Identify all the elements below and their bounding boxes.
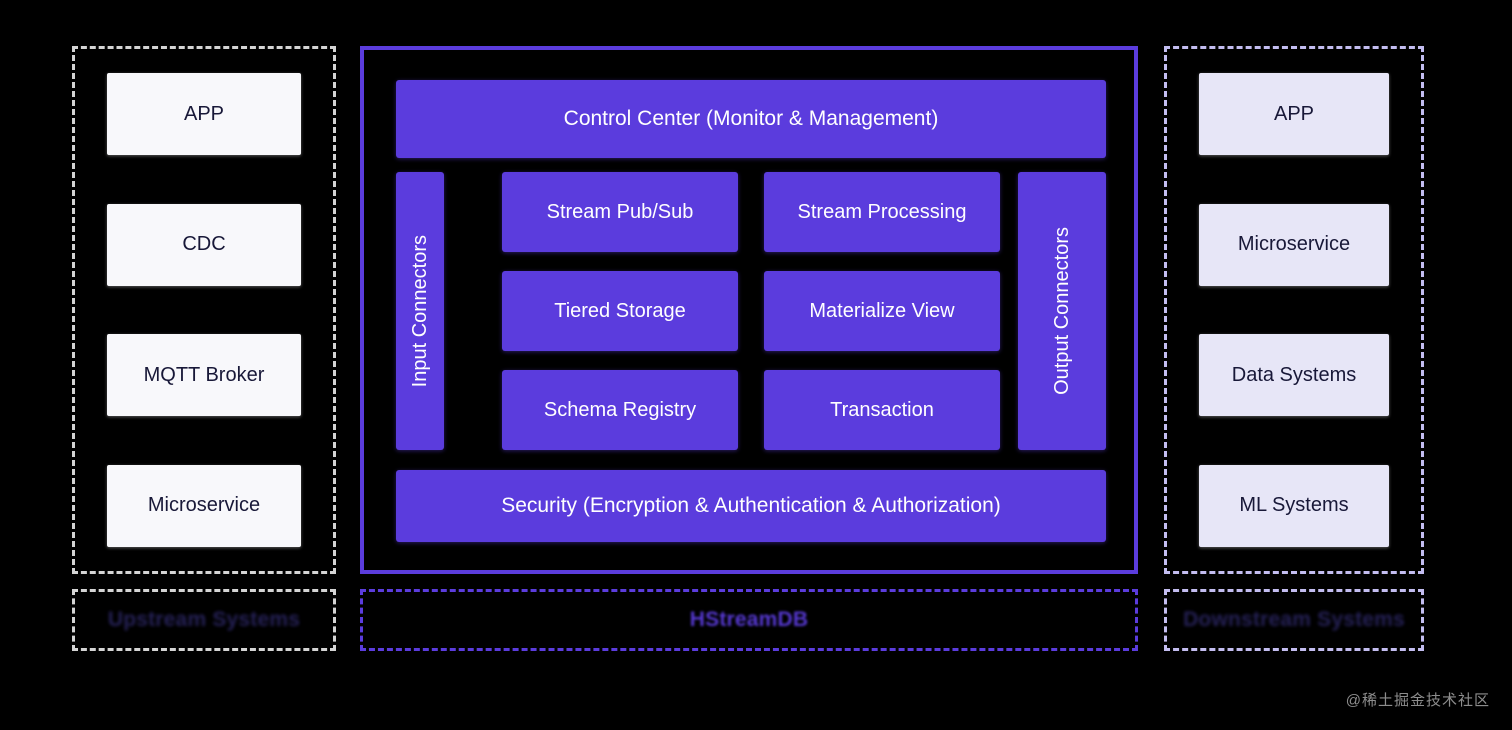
upstream-node-stack: APP CDC MQTT Broker Microservice	[107, 73, 301, 547]
downstream-node-data-systems[interactable]: Data Systems	[1199, 334, 1389, 417]
security-block[interactable]: Security (Encryption & Authentication & …	[396, 470, 1106, 542]
control-center-block[interactable]: Control Center (Monitor & Management)	[396, 80, 1106, 158]
upstream-node-cdc[interactable]: CDC	[107, 203, 301, 286]
stream-processing-block[interactable]: Stream Processing	[764, 172, 1000, 252]
output-connectors-label: Output Connectors	[1051, 227, 1073, 395]
input-connectors-label: Input Connectors	[409, 234, 431, 388]
upstream-node-mqtt-broker[interactable]: MQTT Broker	[107, 334, 301, 417]
upstream-node-app[interactable]: APP	[107, 73, 301, 155]
upstream-systems-panel: APP CDC MQTT Broker Microservice	[72, 46, 336, 574]
transaction-block[interactable]: Transaction	[764, 370, 1000, 450]
downstream-systems-label: Downstream Systems	[1183, 608, 1405, 631]
downstream-systems-panel: APP Microservice Data Systems ML Systems	[1164, 46, 1424, 574]
downstream-node-microservice[interactable]: Microservice	[1199, 203, 1389, 286]
downstream-node-stack: APP Microservice Data Systems ML Systems	[1199, 73, 1389, 547]
upstream-systems-footer: Upstream Systems	[72, 589, 336, 651]
schema-registry-block[interactable]: Schema Registry	[502, 370, 738, 450]
upstream-systems-label: Upstream Systems	[107, 608, 301, 631]
hstreamdb-footer: HStreamDB	[360, 589, 1138, 651]
watermark: @稀土掘金技术社区	[1345, 692, 1490, 709]
hstreamdb-panel: Control Center (Monitor & Management) In…	[360, 46, 1138, 574]
stream-pubsub-block[interactable]: Stream Pub/Sub	[502, 172, 738, 252]
output-connectors-block[interactable]: Output Connectors	[1018, 172, 1106, 450]
materialize-view-block[interactable]: Materialize View	[764, 271, 1000, 351]
tiered-storage-block[interactable]: Tiered Storage	[502, 271, 738, 351]
upstream-node-microservice[interactable]: Microservice	[107, 464, 301, 547]
input-connectors-block[interactable]: Input Connectors	[396, 172, 444, 450]
downstream-systems-footer: Downstream Systems	[1164, 589, 1424, 651]
downstream-node-ml-systems[interactable]: ML Systems	[1199, 464, 1389, 547]
downstream-node-app[interactable]: APP	[1199, 73, 1389, 155]
hstreamdb-label: HStreamDB	[689, 608, 809, 631]
